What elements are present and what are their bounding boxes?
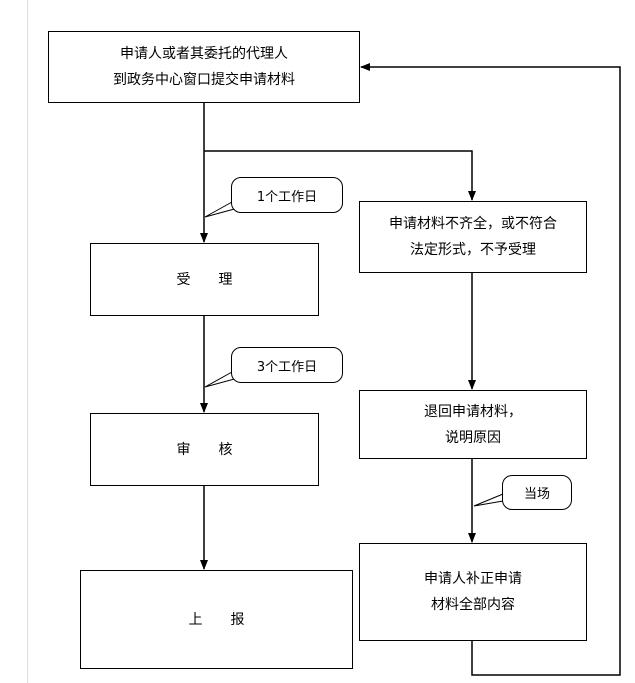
reject-line2: 法定形式，不予受理 [410,242,536,258]
accept-box: 受理 [90,243,319,316]
callout-onsite: 当场 [502,475,572,510]
report-box: 上报 [80,570,353,669]
submit-application-line1: 申请人或者其委托的代理人 [120,46,288,62]
return-materials-line2: 说明原因 [445,429,501,446]
arrow-supplement-to-submit [360,63,621,676]
report-label: 上报 [188,611,273,628]
review-box: 审核 [90,413,319,486]
callout-pointer-review-time [204,371,239,388]
reject-box: 申请材料不齐全，或不符合 法定形式，不予受理 [359,201,587,273]
reject-line1: 申请材料不齐全，或不符合 [389,216,557,232]
callout-pointer-onsite [473,493,510,507]
supplement-materials-line1: 申请人补正申请 [424,571,522,587]
page-left-rule [27,0,28,683]
submit-application-box: 申请人或者其委托的代理人 到政务中心窗口提交申请材料 [48,31,360,103]
supplement-materials-box: 申请人补正申请 材料全部内容 [359,543,587,641]
arrow-submit-to-reject [204,150,476,201]
callout-accept-time: 1个工作日 [231,177,343,213]
return-materials-box: 退回申请材料， 说明原因 [359,390,587,459]
submit-application-line2: 到政务中心窗口提交申请材料 [113,72,295,88]
supplement-materials-line2: 材料全部内容 [431,597,515,613]
return-materials-line1: 退回申请材料， [424,403,522,420]
accept-label: 受理 [176,271,261,288]
callout-review-time: 3个工作日 [231,347,343,383]
review-label: 审核 [176,441,261,458]
callout-pointer-accept-time [204,201,239,218]
